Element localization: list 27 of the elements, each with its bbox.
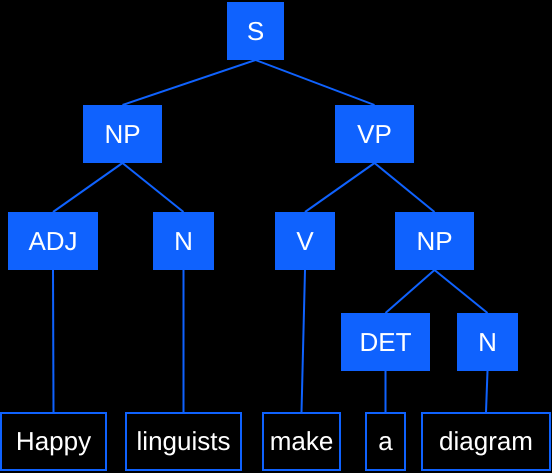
tree-branch-line [52, 270, 54, 412]
word-box: diagram [421, 412, 551, 471]
word-box: Happy [0, 412, 107, 471]
tree-branch-line [122, 162, 184, 213]
tree-branch-line [304, 162, 376, 213]
word-box: a [365, 412, 406, 471]
word-box: make [262, 412, 341, 471]
category-box: S [227, 2, 284, 60]
category-box: ADJ [8, 212, 98, 270]
category-box: NP [395, 212, 474, 270]
tree-branch-line [122, 59, 256, 106]
category-box: N [457, 313, 518, 371]
tree-branch-line [384, 371, 386, 412]
tree-branch-line [384, 269, 436, 314]
tree-branch-line [374, 162, 436, 213]
tree-branch-line [182, 270, 184, 412]
category-box: NP [83, 105, 162, 163]
category-box: DET [341, 313, 430, 371]
tree-branch-line [300, 270, 306, 412]
tree-branch-line [255, 59, 375, 106]
tree-branch-line [434, 269, 488, 314]
category-box: N [153, 212, 214, 270]
tree-branch-line [485, 370, 488, 412]
word-box: linguists [125, 412, 242, 471]
category-box: V [275, 212, 335, 270]
category-box: VP [335, 105, 414, 163]
tree-branch-line [52, 162, 124, 213]
